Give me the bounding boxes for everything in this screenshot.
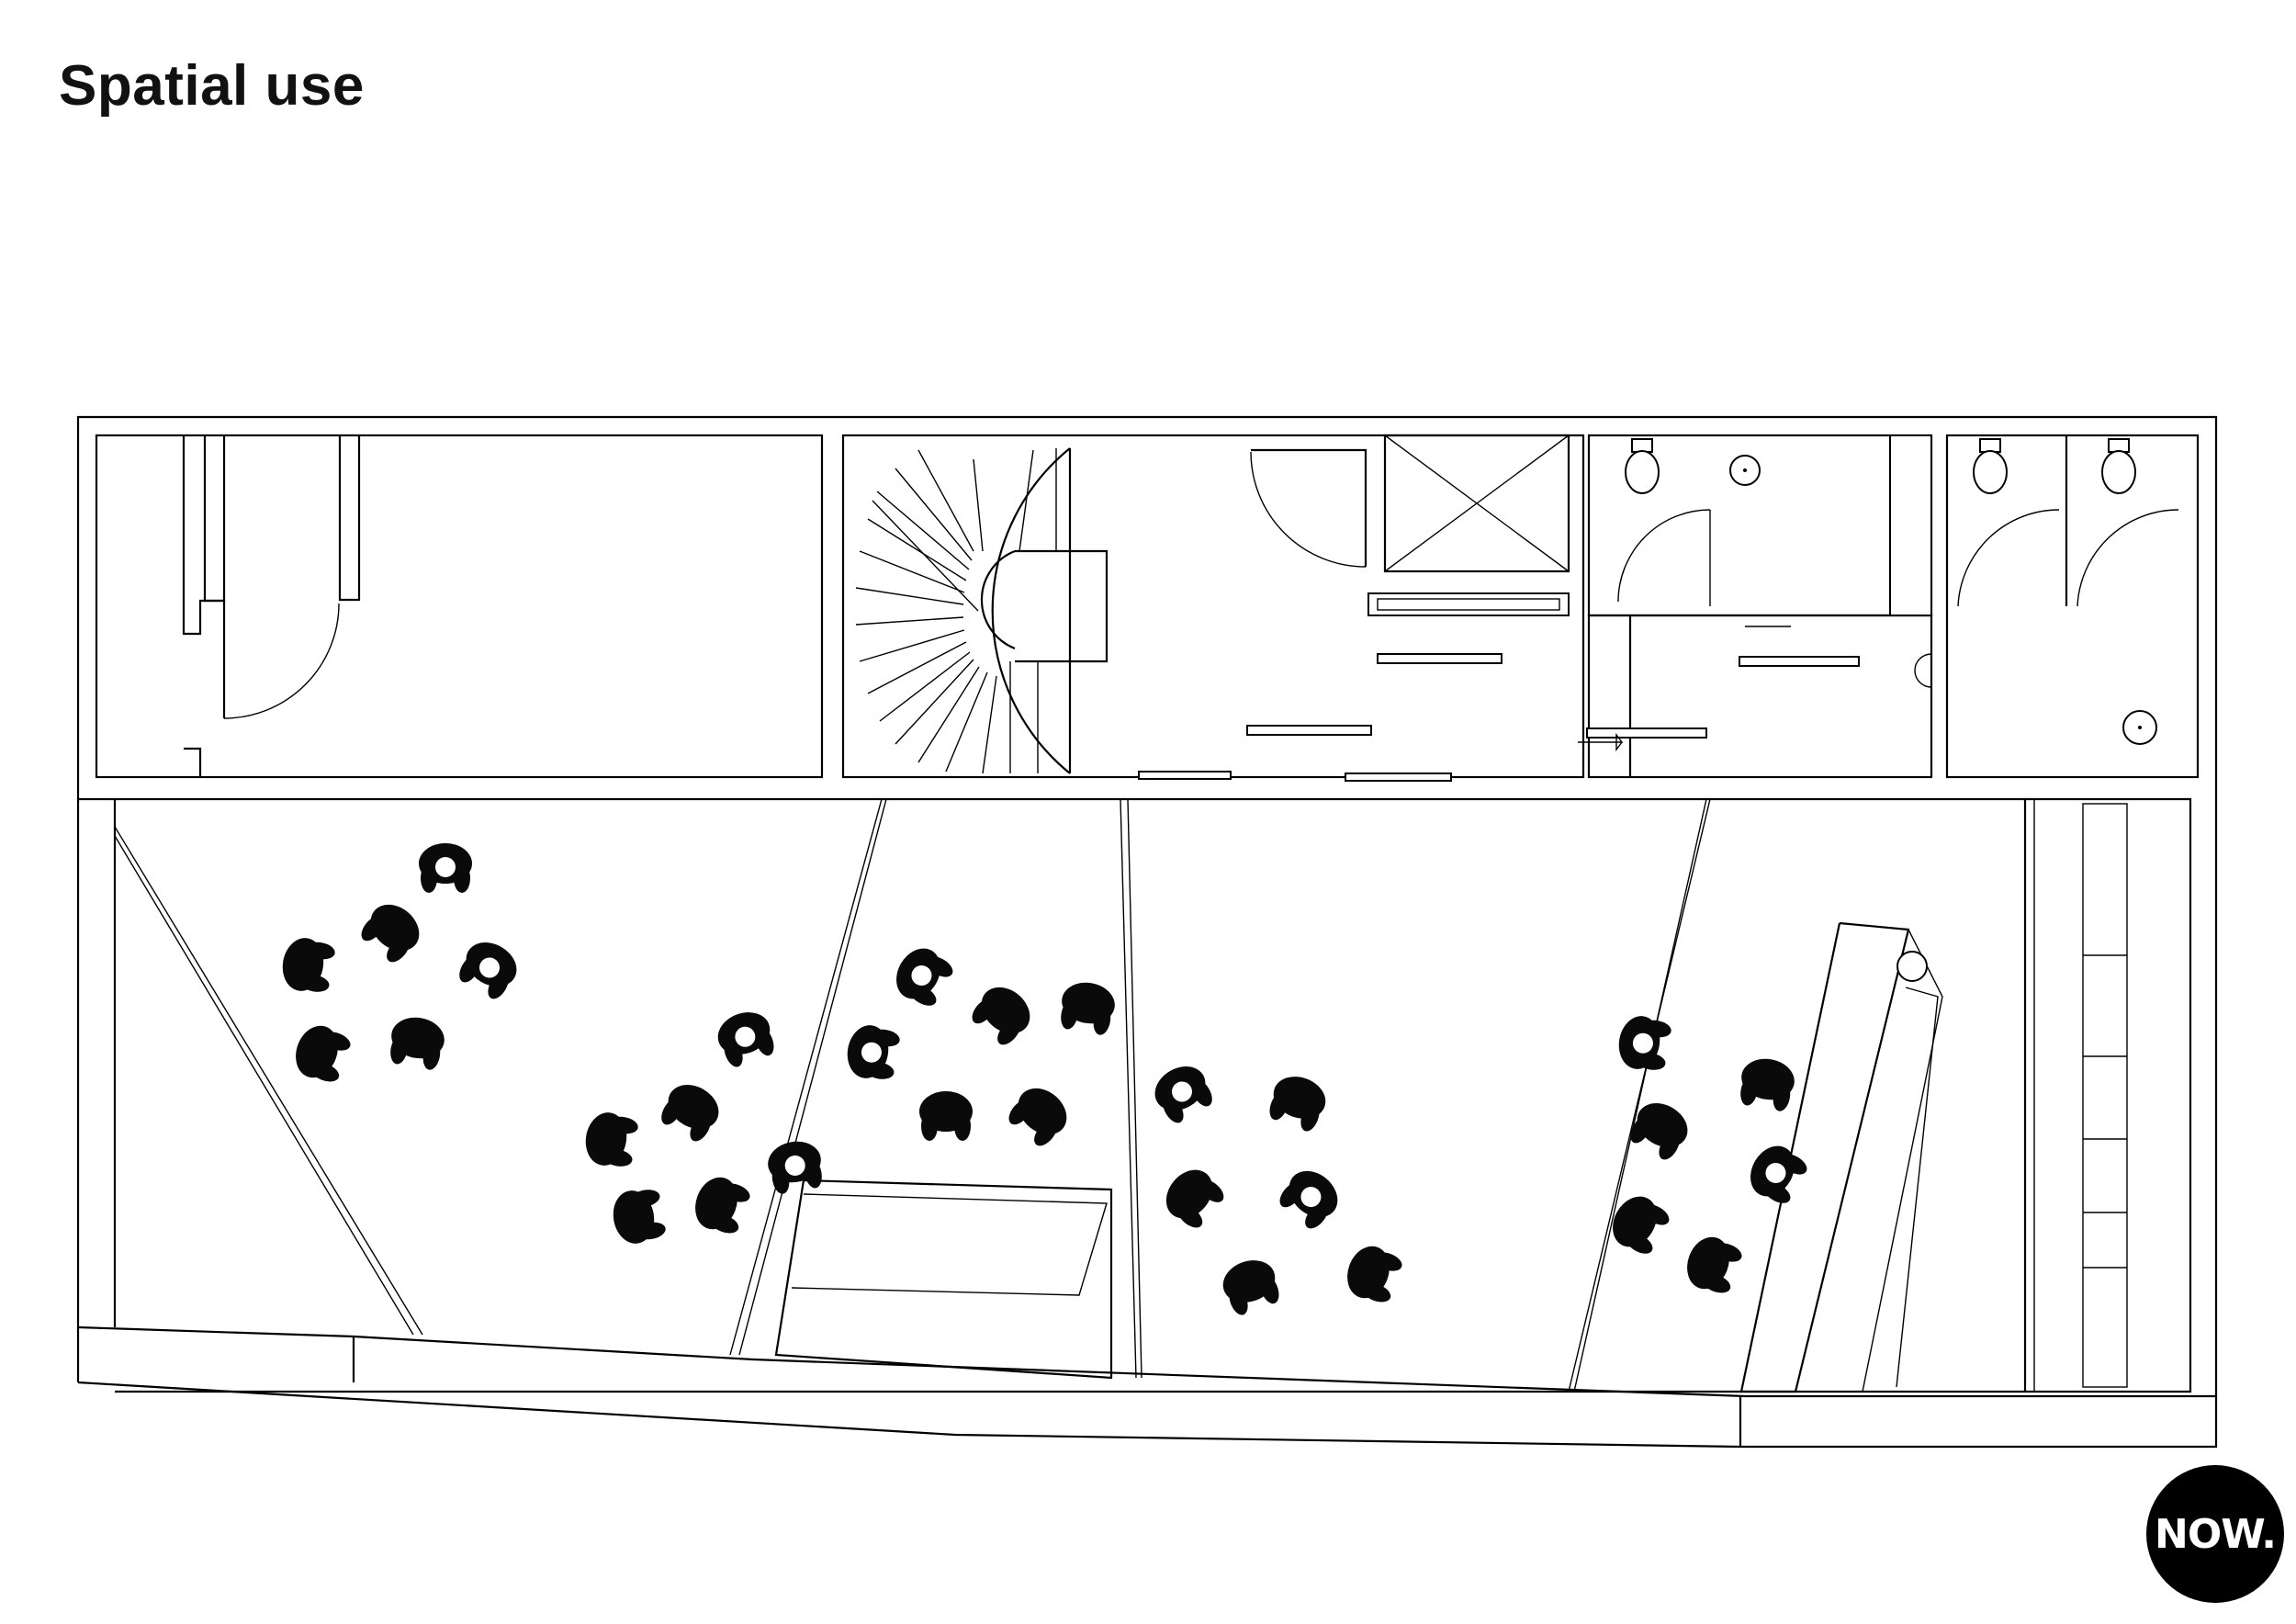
person-icon bbox=[695, 1177, 750, 1234]
person-icon bbox=[1630, 1103, 1688, 1160]
person-icon bbox=[896, 948, 953, 1006]
person-icon bbox=[1613, 1196, 1670, 1254]
people-silhouettes bbox=[282, 843, 1807, 1315]
person-icon bbox=[1154, 1066, 1212, 1123]
person-icon bbox=[919, 1091, 973, 1141]
outer-walls bbox=[76, 415, 2218, 1449]
person-icon bbox=[419, 843, 472, 893]
person-icon bbox=[768, 1141, 822, 1194]
person-icon bbox=[717, 1012, 774, 1067]
person-icon bbox=[1347, 1246, 1402, 1303]
person-icon bbox=[390, 1017, 445, 1070]
page-title: Spatial use bbox=[59, 54, 365, 118]
person-icon bbox=[296, 1025, 351, 1082]
person-icon bbox=[661, 1085, 719, 1142]
lift-shaft bbox=[1367, 434, 1570, 616]
person-icon bbox=[1687, 1236, 1742, 1293]
person-icon bbox=[1750, 1145, 1807, 1203]
person-icon bbox=[1740, 1058, 1795, 1111]
person-icon bbox=[459, 942, 517, 999]
person-icon bbox=[613, 1190, 666, 1244]
person-icon bbox=[1061, 982, 1115, 1035]
person-icon bbox=[282, 938, 335, 992]
person-icon bbox=[361, 904, 420, 963]
person-icon bbox=[1279, 1170, 1338, 1229]
restroom-2 bbox=[1945, 434, 2200, 779]
now-logo: NOW. bbox=[2146, 1465, 2284, 1603]
person-icon bbox=[1222, 1260, 1279, 1315]
person-icon bbox=[1165, 1169, 1224, 1228]
toilet-fixtures bbox=[1625, 438, 1761, 494]
storage-room bbox=[95, 434, 824, 779]
person-icon bbox=[1269, 1077, 1326, 1132]
person-icon bbox=[972, 987, 1030, 1045]
person-icon bbox=[1618, 1016, 1671, 1070]
person-icon bbox=[585, 1112, 638, 1167]
person-icon bbox=[1008, 1088, 1067, 1146]
stair-hall bbox=[841, 434, 1585, 782]
person-icon bbox=[847, 1025, 900, 1079]
restroom-1 bbox=[1578, 434, 1933, 779]
stair-treads bbox=[855, 448, 1057, 774]
main-hall bbox=[77, 797, 2216, 1447]
